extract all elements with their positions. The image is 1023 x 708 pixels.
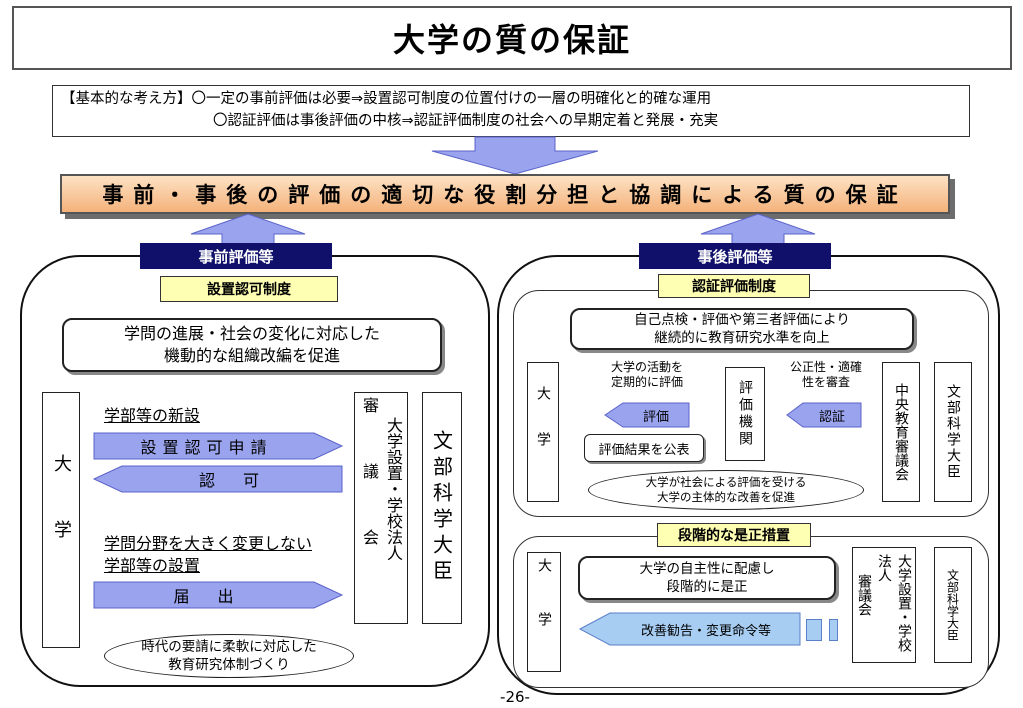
approve-arrow-icon [92,465,343,493]
right2-university-label: 大学 [536,558,552,666]
left-oval-text: 時代の要請に柔軟に対応した 教育研究体制づくり [141,639,317,673]
right2-council-box: 審議会 大学設置・学校法人 [852,547,916,663]
right2-ministry-label: 文部科学大臣 [945,569,960,641]
arrow-tail-block-1 [806,619,822,641]
left-council-box: 審議会 大学設置・学校法人 [354,392,408,624]
fairness-review-text: 公正性・適確 性を審査 [789,360,862,389]
right2-scroll-box: 大学の自主性に配慮し 段階的に是正 [578,556,836,600]
corrective-measures-label: 段階的な是正措置 [657,523,811,547]
right2-university-box: 大学 [527,552,561,672]
apply-arrow-icon [93,432,344,460]
up-arrow-right-icon [700,213,816,245]
evaluation-arrow-icon [604,402,690,428]
evaluation-arrow-label: 評価 [642,409,669,425]
right1-university-box: 大学 [527,362,559,502]
left-ministry-label: 文部科学大臣 [429,430,454,586]
right-scroll-text: 自己点検・評価や第三者評価により 継続的に教育研究水準を向上 [634,312,850,346]
left-panel-header: 事前評価等 [140,243,332,269]
basic-concept-line-2: 〇認証評価は事後評価の中核⇒認証評価制度の社会への早期定着と発展・充実 [213,113,719,129]
activity-evaluation-text: 大学の活動を 定期的に評価 [610,360,683,389]
publish-results-label: 評価結果を公表 [598,442,690,458]
left-council-label-a: 審議会 [360,397,379,595]
right-scroll-box: 自己点検・評価や第三者評価により 継続的に教育研究水準を向上 [570,308,914,350]
page-number: -26- [500,688,530,706]
establishment-approval-label: 設置認可制度 [160,276,338,302]
approve-arrow-label: 認 可 [198,471,265,490]
right1-ministry-box: 文部科学大臣 [934,362,972,502]
minor-change-item-line-2: 学部等の設置 [104,556,201,575]
notify-arrow-label: 届 出 [173,587,240,606]
certified-evaluation-label: 認証評価制度 [658,274,810,298]
corrective-arrow-label: 改善勧告・変更命令等 [640,623,771,639]
left-scroll-box: 学問の進展・社会の変化に対応した 機動的な組織改編を促進 [62,318,442,372]
left-scroll-text: 学問の進展・社会の変化に対応した 機動的な組織改編を促進 [123,324,380,365]
new-faculty-item: 学部等の新設 [104,406,201,425]
left-oval: 時代の要請に柔軟に対応した 教育研究体制づくり [104,634,354,678]
right1-university-label: 大学 [535,386,551,478]
evaluation-agency-box: 評価機関 [725,367,765,461]
certification-arrow-icon [786,402,862,428]
right-oval-text: 大学が社会による評価を受ける 大学の主体的な改善を促進 [645,475,807,504]
certification-arrow-label: 認証 [818,409,845,425]
right1-ministry-label: 文部科学大臣 [945,384,961,480]
page-title: 大学の質の保証 [12,6,1012,70]
central-council-box: 中央教育審議会 [882,362,920,502]
right2-scroll-text: 大学の自主性に配慮し 段階的に是正 [639,561,775,595]
down-arrow-icon [431,136,599,175]
publish-results-box: 評価結果を公表 [584,434,704,462]
corrective-arrow-icon [578,612,801,646]
basic-concept-line-1: 【基本的な考え方】〇一定の事前評価は必要⇒設置認可制度の位置付けの一層の明確化と… [61,91,712,107]
arrow-tail-block-2 [829,619,838,641]
right2-council-label-b: 大学設置・学校法人 [876,554,912,652]
basic-concept-box: 【基本的な考え方】〇一定の事前評価は必要⇒設置認可制度の位置付けの一層の明確化と… [52,85,970,137]
apply-arrow-label: 設置認可申請 [140,438,273,457]
left-university-box: 大学 [42,392,80,648]
right-oval: 大学が社会による評価を受ける 大学の主体的な改善を促進 [588,470,864,510]
notify-arrow-icon [93,581,344,609]
left-council-label-b: 大学設置・学校法人 [384,417,403,561]
up-arrow-left-icon [190,213,306,245]
evaluation-agency-label: 評価機関 [737,380,753,448]
right2-council-label-a: 審議会 [856,574,872,616]
minor-change-item-line-1: 学問分野を大きく変更しない [104,534,313,553]
left-university-label: 大学 [51,454,72,586]
right2-ministry-box: 文部科学大臣 [934,547,972,663]
left-ministry-box: 文部科学大臣 [422,392,462,624]
main-banner: 事前・事後の評価の適切な役割分担と協調による質の保証 [60,174,950,214]
right-panel-header: 事後評価等 [639,243,831,269]
central-council-label: 中央教育審議会 [893,383,909,481]
